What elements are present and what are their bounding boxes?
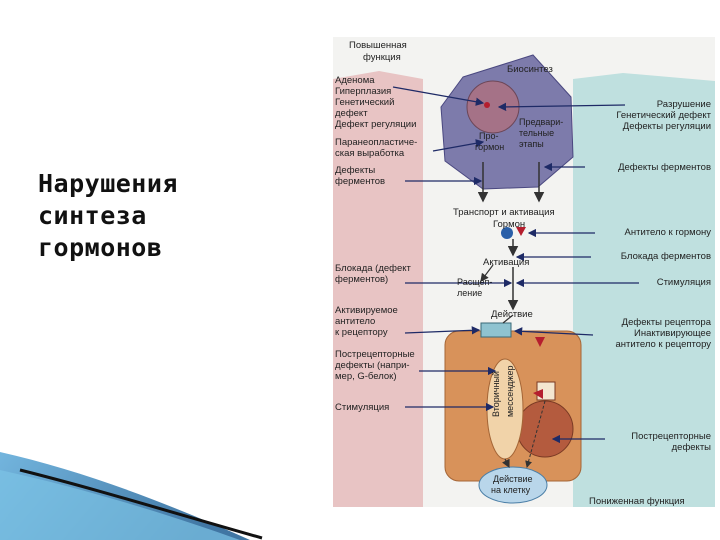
diagram-text: дефект xyxy=(335,108,368,119)
slide-title-line: Нарушения xyxy=(38,169,178,198)
activation-label: Активация xyxy=(483,257,529,268)
precursor-stages-label: Предвари- xyxy=(519,117,563,127)
increased-function-label: Повышенная xyxy=(349,40,407,51)
right-item: Дефекты рецептора Инактивирующее антител… xyxy=(615,317,711,350)
right-item: Дефекты ферментов xyxy=(618,162,711,173)
diagram-text: ферментов) xyxy=(335,274,388,285)
cell-action-label: Действие xyxy=(493,474,533,484)
diagram-text: дефекты xyxy=(672,442,712,453)
diagram-canvas: Повышенная функция Пониженная функция Би… xyxy=(333,40,715,507)
diagram-text: Блокада ферментов xyxy=(621,251,711,262)
diagram-text: Паранеопластиче- xyxy=(335,137,417,148)
diagram-text: ская выработка xyxy=(335,148,405,159)
diagram-text: мер, G-белок) xyxy=(335,371,397,382)
right-item: Разрушение Генетический дефект Дефекты р… xyxy=(616,99,711,132)
right-item: Блокада ферментов xyxy=(621,251,711,262)
right-item: Пострецепторные дефекты xyxy=(631,431,711,453)
diagram-text: антитело к рецептору xyxy=(615,339,711,350)
hormone-label: Гормон xyxy=(493,219,525,230)
prohormone-label: Про- xyxy=(479,131,498,141)
transport-label: Транспорт и активация xyxy=(453,207,555,218)
biosynthesis-label: Биосинтез xyxy=(507,64,553,75)
diagram-text: Антитело к гормону xyxy=(625,227,712,238)
diagram-text: антитело xyxy=(335,316,375,327)
diagram-text: ление xyxy=(457,288,482,298)
diagram-text: Аденома xyxy=(335,75,375,86)
diagram-text: Генетический дефект xyxy=(616,110,711,121)
hormone-disorder-diagram: Повышенная функция Пониженная функция Би… xyxy=(333,37,715,507)
diagram-text: к рецептору xyxy=(335,327,388,338)
left-item: Блокада (дефект ферментов) xyxy=(335,263,412,285)
diagram-text: тельные xyxy=(519,128,554,138)
diagram-text: Дефекты xyxy=(335,165,375,176)
left-item: Генетический дефект xyxy=(335,97,394,119)
cell-action-node xyxy=(478,466,548,504)
cleavage-label: Расщеп- xyxy=(457,277,492,287)
hormone-marker xyxy=(501,227,513,239)
left-item: Стимуляция xyxy=(335,402,389,413)
left-item: Гиперплазия xyxy=(335,86,391,97)
diagram-text: Генетический xyxy=(335,97,394,108)
target-cell-nucleus xyxy=(516,400,574,458)
diagram-text: Дефекты регуляции xyxy=(623,121,711,132)
slide-title: Нарушения синтеза гормонов xyxy=(38,168,178,264)
diagram-text: ферментов xyxy=(335,176,385,187)
left-item: Аденома xyxy=(335,75,375,86)
diagram-text: Дефекты рецептора xyxy=(622,317,712,328)
left-item: Паранеопластиче- ская выработка xyxy=(335,137,417,159)
diagram-text: мессенджер xyxy=(505,366,515,417)
slide-title-line: гормонов xyxy=(38,233,163,262)
diagram-text: этапы xyxy=(519,139,544,149)
diagram-text: функция xyxy=(363,52,401,63)
diagram-text: Блокада (дефект xyxy=(335,263,412,274)
slide-title-line: синтеза xyxy=(38,201,147,230)
diagram-text: на клетку xyxy=(491,485,531,495)
receptor xyxy=(480,322,512,338)
left-item: Дефект регуляции xyxy=(335,119,416,130)
diagram-text: Активируемое xyxy=(335,305,398,316)
diagram-text: дефекты (напри- xyxy=(335,360,410,371)
diagram-text: Гиперплазия xyxy=(335,86,391,97)
right-item: Антитело к гормону xyxy=(625,227,712,238)
diagram-text: Стимуляция xyxy=(335,402,389,413)
decreased-function-label: Пониженная функция xyxy=(589,496,685,507)
diagram-text: Стимуляция xyxy=(657,277,711,288)
diagram-text: гормон xyxy=(475,142,504,152)
left-item: Активируемое антитело к рецептору xyxy=(335,305,398,338)
diagram-text: Дефекты ферментов xyxy=(618,162,711,173)
second-messenger-label: Вторичный xyxy=(491,371,501,417)
increased-function-band xyxy=(333,71,423,507)
diagram-text: Пострецепторные xyxy=(335,349,415,360)
action-label: Действие xyxy=(491,309,533,320)
diagram-text: Дефект регуляции xyxy=(335,119,416,130)
diagram-text: Инактивирующее xyxy=(634,328,711,339)
diagram-text: Разрушение xyxy=(657,99,711,110)
left-item: Пострецепторные дефекты (напри- мер, G-б… xyxy=(335,349,415,382)
left-item: Дефекты ферментов xyxy=(335,165,385,187)
right-item: Стимуляция xyxy=(657,277,711,288)
diagram-text: Пострецепторные xyxy=(631,431,711,442)
decreased-function-band xyxy=(573,73,715,507)
